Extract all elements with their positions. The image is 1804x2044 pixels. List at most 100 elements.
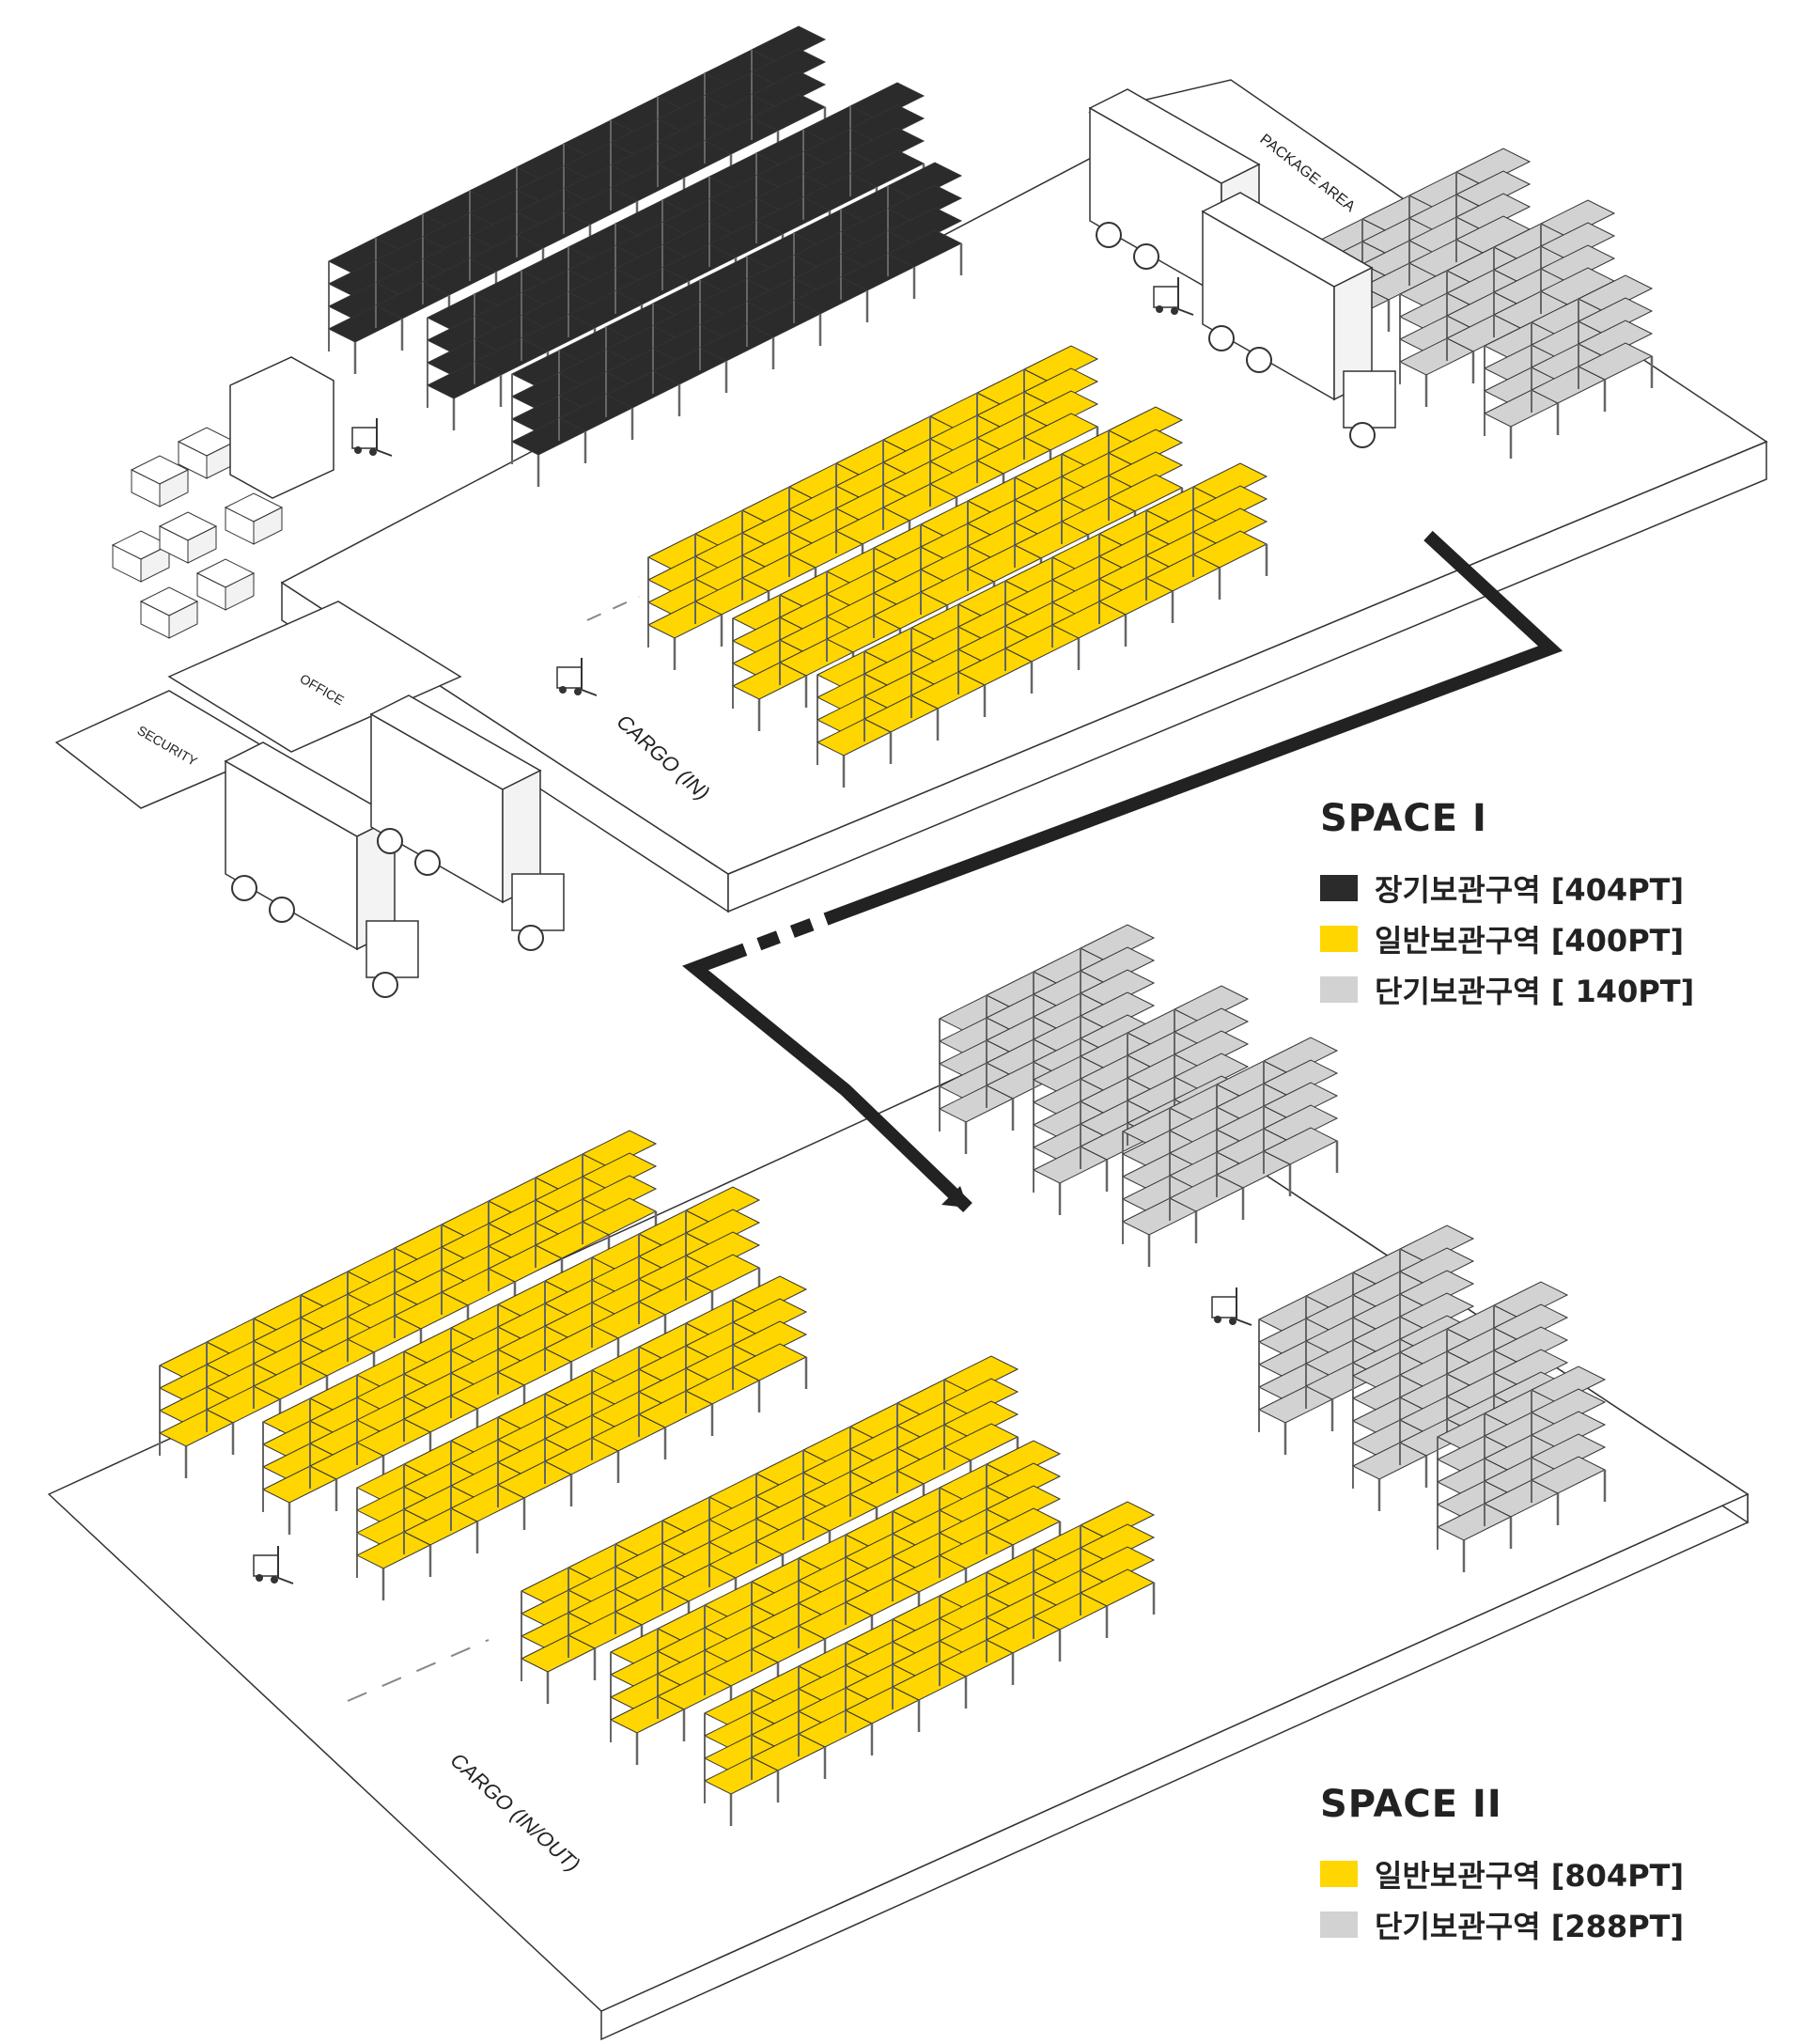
shelf-deck (1492, 1281, 1569, 1319)
box-side (253, 507, 283, 545)
shelf-deck (1398, 1247, 1475, 1286)
shelf-deck (684, 1186, 761, 1225)
forklift-icon (1153, 277, 1194, 316)
shelf-deck (985, 1440, 1062, 1478)
shelf-deck (1577, 320, 1654, 358)
shelf-deck (848, 82, 925, 120)
truck-icon (1201, 192, 1396, 448)
shelf-deck (1577, 274, 1654, 313)
space1-legend: SPACE I 장기보관구역 [404PT] 일반보관구역 [400PT] 단기… (1320, 797, 1694, 1015)
shelf-deck (1079, 1523, 1156, 1562)
shelf-deck (581, 1130, 658, 1168)
office-cabin (229, 356, 334, 499)
truck-wheel (269, 897, 295, 923)
shelf-deck (731, 1298, 808, 1336)
forklift-wheel (574, 688, 582, 695)
legend-label: 장기보관구역 [404PT] (1375, 872, 1685, 908)
shelf-deck (1022, 345, 1099, 383)
box-side (168, 601, 198, 639)
shelf-deck (942, 1378, 1019, 1416)
forklift-wheel (256, 1574, 263, 1582)
forklift-wheel (369, 448, 377, 456)
shelf-deck (1173, 1053, 1250, 1091)
route-path (347, 530, 1563, 1702)
rack-general (609, 1440, 1062, 1765)
space2-legend: SPACE II 일반보관구역 [804PT] 단기보관구역 [288PT] (1320, 1783, 1684, 1950)
shelf-deck (1539, 199, 1616, 238)
shelf-deck (1079, 969, 1156, 1007)
truck-cab (365, 920, 419, 978)
shelf-deck (1539, 244, 1616, 283)
shelf-deck (1398, 1292, 1475, 1331)
space1-title: SPACE I (1320, 797, 1487, 840)
legend-swatch (1320, 875, 1358, 901)
legend-swatch (1320, 1911, 1358, 1938)
legend-item-general: 일반보관구역 [400PT] (1320, 913, 1694, 964)
truck-wheel (518, 925, 544, 951)
truck-cab (511, 873, 565, 931)
forklift-icon (1211, 1287, 1252, 1326)
forklift-wheel (1171, 307, 1178, 315)
box-stack-icon (111, 530, 171, 583)
forklift-fork (1236, 1318, 1252, 1326)
shelf-deck (750, 70, 827, 109)
forklift-icon (253, 1546, 294, 1584)
forklift-body (1211, 1296, 1237, 1318)
shelf-deck (731, 1320, 808, 1359)
rack-layer (158, 25, 1654, 1826)
shelf-deck (684, 1231, 761, 1270)
shelf-deck (1492, 1349, 1569, 1387)
shelf-deck (1577, 297, 1654, 335)
shelf-deck (731, 1275, 808, 1314)
rack-general (355, 1275, 808, 1600)
shelf-deck (886, 162, 963, 200)
shelf-deck (1173, 1030, 1250, 1069)
forklift-body (253, 1554, 279, 1577)
shelf-deck (1079, 1546, 1156, 1584)
shelf-deck (1454, 193, 1532, 231)
truck-wheel (1096, 222, 1122, 248)
truck-wheel (372, 972, 398, 998)
rack-short-term (1436, 1365, 1607, 1572)
shelf-deck (1079, 946, 1156, 985)
legend-label: 단기보관구역 [288PT] (1375, 1909, 1685, 1944)
shelf-deck (1107, 429, 1184, 467)
box-stack-icon (158, 511, 218, 564)
shelf-deck (1191, 485, 1268, 523)
shelf-deck (1262, 1082, 1339, 1120)
rack-short-term (1398, 199, 1616, 407)
truck-wheel (1349, 422, 1376, 448)
shelf-deck (581, 1175, 658, 1213)
rack-long-term (510, 162, 963, 487)
shelf-deck (1191, 507, 1268, 546)
box-stack-icon (130, 455, 190, 507)
forklift-wheel (1214, 1316, 1221, 1323)
truck-wheel (1246, 347, 1272, 373)
box-stack-icon (139, 586, 199, 639)
forklift-fork (1177, 308, 1194, 316)
forklift-icon (351, 418, 393, 457)
shelf-deck (1492, 1326, 1569, 1365)
rack-general (703, 1501, 1156, 1826)
shelf-deck (1191, 462, 1268, 501)
forklift-body (351, 427, 378, 449)
shelf-deck (1530, 1411, 1607, 1449)
shelf-deck (750, 25, 827, 64)
rack-general (816, 462, 1268, 788)
box-stack-icon (195, 558, 256, 611)
arrow-head-icon (941, 1186, 968, 1208)
shelf-deck (1539, 222, 1616, 260)
box-stack-icon (177, 427, 237, 479)
shelf-deck (985, 1485, 1062, 1523)
shelf-deck (1262, 1104, 1339, 1143)
legend-swatch (1320, 926, 1358, 952)
box-side (225, 572, 255, 611)
shelf-deck (1079, 1501, 1156, 1539)
rack-short-term (1121, 1037, 1339, 1267)
forklift-wheel (271, 1576, 278, 1584)
truck-wheel (377, 828, 403, 854)
shelf-deck (1262, 1059, 1339, 1098)
legend-swatch (1320, 976, 1358, 1003)
forklift-fork (581, 689, 598, 696)
